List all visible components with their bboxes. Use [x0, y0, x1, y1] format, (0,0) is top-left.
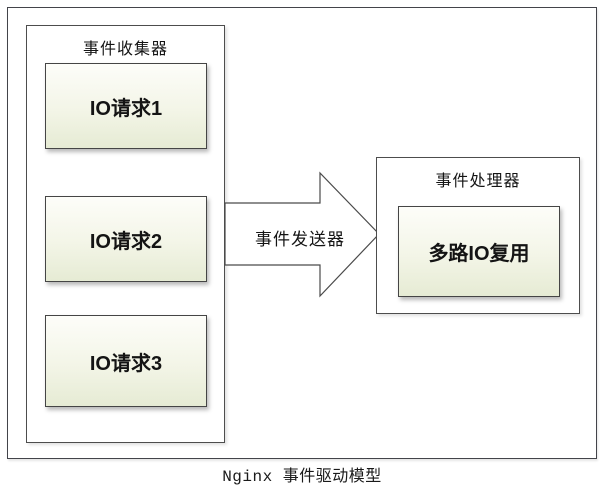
event-sender-label: 事件发送器	[255, 230, 345, 249]
io-request-2-box: IO请求2	[45, 196, 207, 282]
multiplexed-io-box: 多路IO复用	[398, 206, 560, 297]
io-request-3-box: IO请求3	[45, 315, 207, 407]
event-collector-group: 事件收集器 IO请求1 IO请求2 IO请求3	[26, 25, 225, 443]
io-request-1-box: IO请求1	[45, 63, 207, 149]
event-processor-title: 事件处理器	[435, 173, 521, 190]
event-sender-arrow	[224, 171, 380, 298]
event-processor-group: 事件处理器 多路IO复用	[376, 157, 580, 314]
diagram-frame: 事件收集器 IO请求1 IO请求2 IO请求3 事件发送器 事件处理器 多路IO…	[7, 7, 597, 459]
event-collector-title: 事件收集器	[82, 41, 168, 58]
diagram-caption: Nginx 事件驱动模型	[222, 468, 382, 486]
right-block-arrow-shape	[224, 171, 380, 298]
